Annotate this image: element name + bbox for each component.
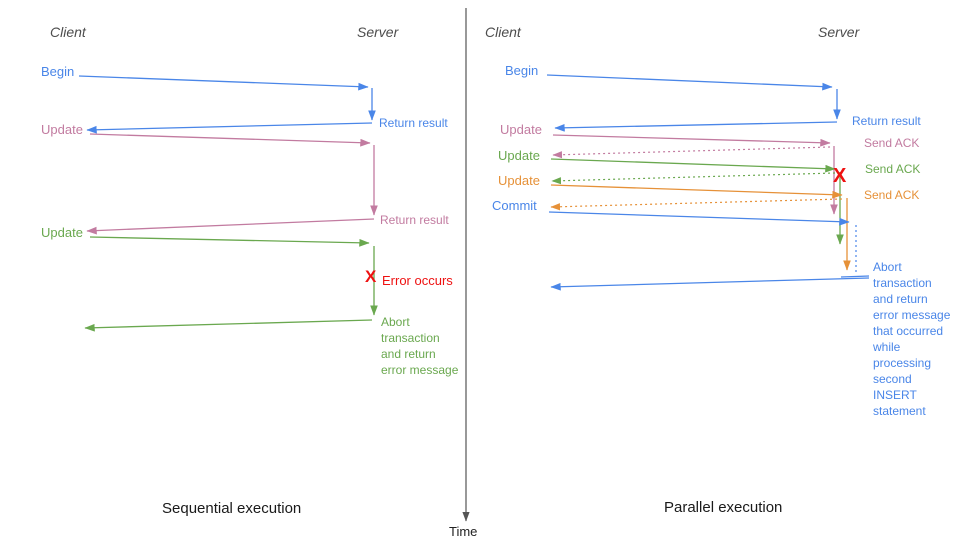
par-update2-request-arrow	[550, 158, 836, 173]
par-begin-request-arrow	[546, 74, 833, 91]
seq-error-label: Error occurs	[382, 273, 453, 288]
seq-abort-return-arrow	[84, 319, 373, 332]
seq-begin-request-arrow	[78, 75, 369, 91]
seq-begin-label: Begin	[41, 64, 75, 79]
seq-caption: Sequential execution	[162, 500, 302, 517]
par-send-ack1-arrow	[552, 146, 831, 159]
seq-return-result1-arrow	[86, 122, 373, 134]
par-send-ack3-label: Send ACK	[864, 188, 920, 202]
par-abort-return-arrow	[550, 277, 870, 291]
par-send-ack1-label: Send ACK	[864, 136, 920, 150]
seq-update1-request-arrow	[89, 133, 371, 147]
seq-update1-label: Update	[41, 122, 83, 137]
par-update3-label: Update	[498, 173, 540, 188]
par-error-x-icon: X	[833, 165, 847, 187]
seq-abort-note: Abort transaction and return error messa…	[381, 315, 459, 377]
seq-error-x-icon: X	[365, 267, 377, 286]
seq-return-result2-arrow	[86, 218, 375, 235]
time-axis-label: Time	[449, 524, 478, 539]
seq-client-header: Client	[50, 24, 86, 40]
par-commit-request-arrow	[548, 211, 850, 226]
par-return-result-label: Return result	[852, 114, 921, 128]
par-begin-label: Begin	[505, 63, 539, 78]
par-server-header: Server	[818, 24, 860, 40]
par-client-header: Client	[485, 24, 521, 40]
seq-update2-label: Update	[41, 225, 83, 240]
par-send-ack3-arrow	[550, 198, 843, 211]
par-caption: Parallel execution	[664, 499, 783, 516]
par-update3-request-arrow	[550, 184, 843, 199]
par-return-result-arrow	[554, 121, 838, 132]
par-abort-tick-line	[840, 275, 870, 278]
par-update1-label: Update	[500, 122, 542, 137]
par-update2-label: Update	[498, 148, 540, 163]
par-send-ack2-arrow	[551, 172, 836, 185]
seq-return-result1-label: Return result	[379, 116, 448, 130]
par-send-ack2-label: Send ACK	[865, 162, 921, 176]
seq-server-header: Server	[357, 24, 399, 40]
par-commit-label: Commit	[492, 198, 537, 213]
seq-update2-request-arrow	[89, 236, 370, 247]
par-abort-note: Abort transaction and return error messa…	[873, 260, 951, 418]
par-update1-request-arrow	[552, 134, 831, 147]
seq-return-result2-label: Return result	[380, 213, 449, 227]
